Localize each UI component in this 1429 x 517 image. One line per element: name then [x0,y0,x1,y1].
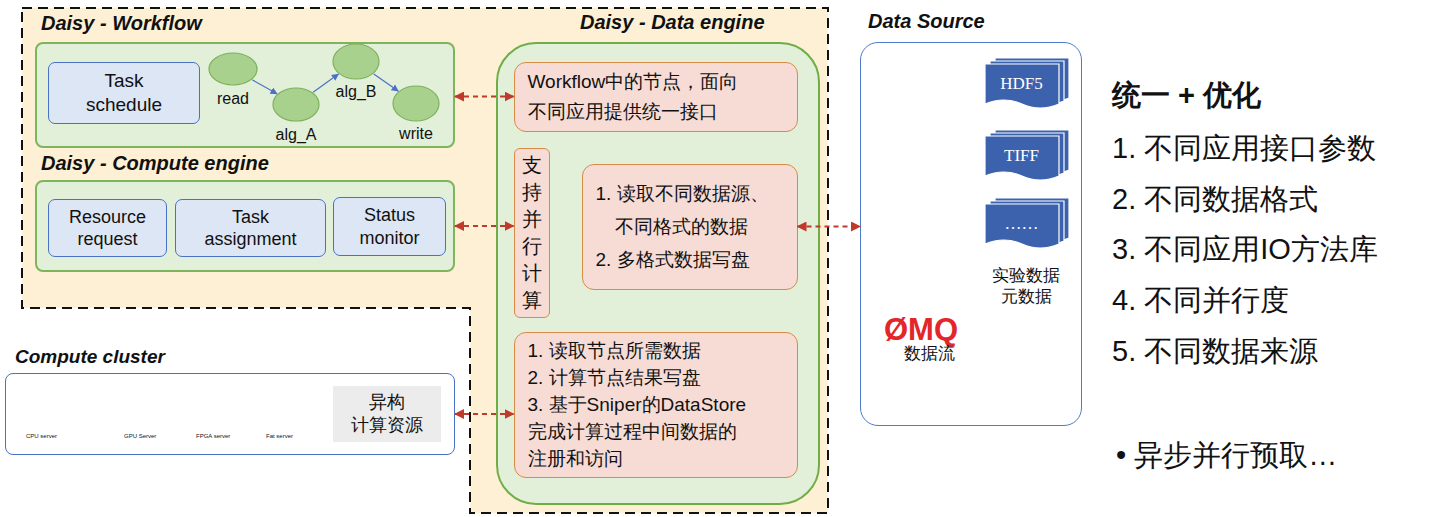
list-item: 5. 不同数据来源 [1112,334,1318,369]
file-icon: TIFF [983,128,1071,184]
group-heading: Daisy - Workflow [41,12,202,35]
box-label: Resource request [58,206,158,251]
workflow-node: read [208,52,258,86]
node-label: alg_A [276,126,317,144]
icon-caption: GPU [151,401,168,411]
process-box: Task schedule [48,62,200,124]
group-box: Compute cluster异构 计算资源 [5,373,455,455]
ellipse-shape [209,53,257,85]
format-label: HDF5 [985,64,1059,104]
box-label: Status monitor [340,204,440,249]
format-label: TIFF [985,136,1059,176]
group-heading: Data Source [868,10,985,33]
icon-caption: CPU server [26,433,57,440]
group-box: Daisy - WorkflowTask schedulereadalg_Aal… [35,42,455,148]
process-box: Resource request [48,199,167,257]
list-item: 1. 不同应用接口参数 [1112,131,1376,166]
ellipse-outline [332,43,380,80]
workflow-node: alg_A [272,87,320,122]
text-box: 1. 读取不同数据源、 不同格式的数据2. 多格式数据写盘 [582,164,798,290]
text-box: 1. 读取节点所需数据2. 计算节点结果写盘3. 基于Sniper的DataSt… [514,332,798,478]
ellipse-shape [393,86,439,121]
document-page [985,204,1059,248]
group-box: Daisy - Compute engineResource requestTa… [35,180,455,272]
group-box: Data SourceHDF5TIFF…… [860,42,1082,426]
list-item: 1. 读取节点所需数据 [528,337,784,364]
text-box: Workflow中的节点，面向 不同应用提供统一接口 [514,62,798,132]
group-heading: Compute cluster [15,346,165,368]
vertical-label: 支持并行计算 [522,152,542,314]
list-item: 1. 读取不同数据源、 不同格式的数据 [596,177,784,243]
text-box: 支持并行计算 [514,148,550,318]
group-heading: Daisy - Compute engine [41,152,269,175]
format-label: …… [985,204,1059,244]
list-item: • 异步并行预取… [1116,438,1337,473]
workflow-node: write [392,85,440,122]
group-heading: Daisy - Data engine [580,11,765,34]
list-item: 3. 不同应用IO方法库 [1112,232,1378,267]
box-label: 异构 计算资源 [342,391,432,436]
document-page [985,64,1059,108]
box-label: Task schedule [74,69,174,117]
process-box: Task assignment [175,199,326,257]
process-box: Status monitor [333,197,446,256]
list-item: 3. 基于Sniper的DataStore 完成计算过程中间数据的 注册和访问 [528,391,784,472]
ellipse-shape [333,44,379,79]
dashed-region [22,8,828,513]
source-label: ØMQ [884,311,958,348]
ellipse-outline [272,87,320,122]
source-label: 实验数据 元数据 [981,265,1071,307]
list-item: 4. 不同并行度 [1112,283,1289,318]
icon-caption: Fat server [266,433,293,440]
group-box: Daisy - Data engineWorkflow中的节点，面向 不同应用提… [496,42,820,505]
icon-caption: FPGA server [196,433,230,440]
node-label: read [217,90,249,108]
ellipse-outline [208,52,258,86]
file-icon: …… [983,196,1071,252]
file-icon: HDF5 [983,56,1071,112]
list-item: Workflow中的节点，面向 不同应用提供统一接口 [528,67,784,127]
workflow-node: alg_B [332,43,380,80]
list-item: 2. 计算节点结果写盘 [528,364,784,391]
icon-caption: GPU Server [124,433,156,440]
list-item: 2. 不同数据格式 [1112,182,1318,217]
ellipse-outline [392,85,440,122]
list-item: 2. 多格式数据写盘 [596,243,784,276]
node-label: write [399,125,433,143]
source-label: 数据流 [904,344,955,364]
node-label: alg_B [336,83,377,101]
resource-box: 异构 计算资源 [333,386,441,442]
box-label: Task assignment [196,206,306,251]
ellipse-shape [273,88,319,121]
list-item: 统一 + 优化 [1112,78,1261,113]
document-page [985,136,1059,180]
